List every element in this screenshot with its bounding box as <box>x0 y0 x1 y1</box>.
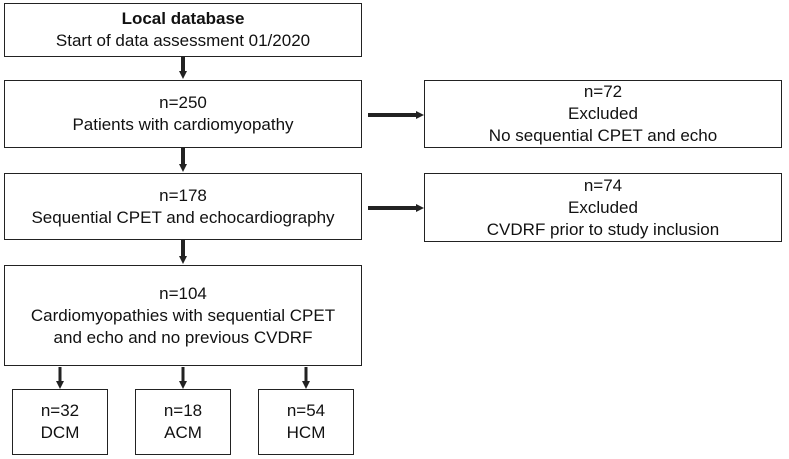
excluded2-count: n=74 <box>583 175 623 195</box>
excluded2-label: Excluded <box>568 197 638 217</box>
box-hcm: n=54 HCM <box>258 389 354 455</box>
sequential-count: n=178 <box>159 185 207 205</box>
patients-label: Patients with cardiomyopathy <box>72 115 294 134</box>
final-count: n=104 <box>159 283 207 303</box>
dcm-count: n=32 <box>40 401 80 420</box>
hcm-label: HCM <box>286 423 326 442</box>
dcm-label: DCM <box>40 423 80 442</box>
excluded2-reason: CVDRF prior to study inclusion <box>486 219 720 239</box>
excluded1-reason: No sequential CPET and echo <box>488 126 718 145</box>
excluded1-label: Excluded <box>568 104 638 123</box>
hcm-count: n=54 <box>286 401 326 420</box>
box-dcm: n=32 DCM <box>12 389 108 455</box>
box-local-database: Local database Start of data assessment … <box>4 3 362 57</box>
final-label-line2: and echo and no previous CVDRF <box>53 327 313 347</box>
box-sequential-cpet: n=178 Sequential CPET and echocardiograp… <box>4 173 362 240</box>
final-label-line1: Cardiomyopathies with sequential CPET <box>30 305 336 325</box>
sequential-label: Sequential CPET and echocardiography <box>31 207 335 227</box>
acm-label: ACM <box>164 423 202 442</box>
acm-count: n=18 <box>163 401 203 420</box>
box-excluded-cvdrf: n=74 Excluded CVDRF prior to study inclu… <box>424 173 782 242</box>
box-acm: n=18 ACM <box>135 389 231 455</box>
database-title: Local database <box>121 9 245 28</box>
patients-count: n=250 <box>159 93 207 112</box>
excluded1-count: n=72 <box>583 82 623 101</box>
database-subtitle: Start of data assessment 01/2020 <box>55 31 311 50</box>
box-excluded-no-sequential: n=72 Excluded No sequential CPET and ech… <box>424 80 782 148</box>
box-final-cohort: n=104 Cardiomyopathies with sequential C… <box>4 265 362 366</box>
box-patients-cardiomyopathy: n=250 Patients with cardiomyopathy <box>4 80 362 148</box>
